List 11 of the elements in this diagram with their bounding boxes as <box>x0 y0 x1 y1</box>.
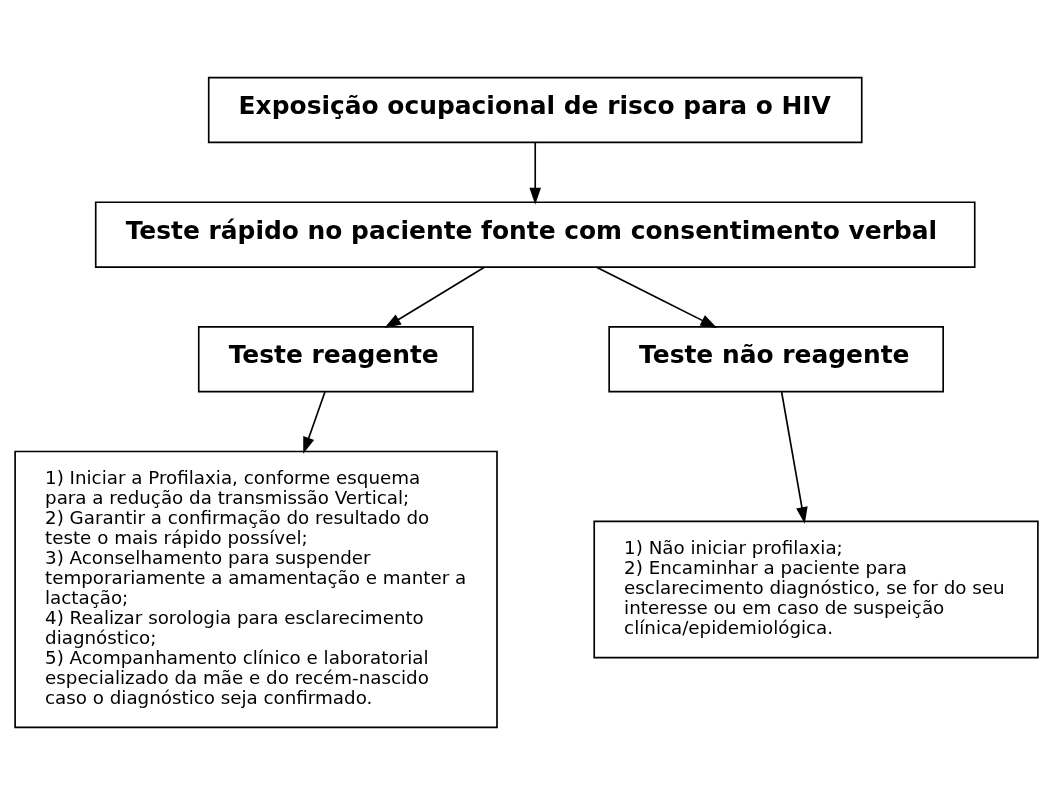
node-box: Teste não reagente <box>608 326 944 393</box>
arrow <box>780 391 808 524</box>
node-box: Teste rápido no paciente fonte com consentimento verbal <box>94 201 976 268</box>
arrow <box>384 266 486 329</box>
node-box: 1) Não iniciar profilaxia; 2) Encaminhar a paciente para esclarecimento diagnóstico, se for do seu interesse ou em caso de suspeição clínica/epidemiológica. <box>593 520 1039 659</box>
node-box: Exposição ocupacional de risco para o HIV <box>207 76 863 144</box>
arrow <box>529 142 542 205</box>
node-box: Teste reagente <box>197 326 474 393</box>
node-box: 1) Iniciar a Profilaxia, conforme esquema para a redução da transmissão Vertical; 2) Garantir a confirmação do resultado do teste o mais rápido possível; 3) Aconselhamento para suspender temporariamente a amamentação e manter a lactação; 4) Realizar sorologia para esclarecimento diagnóstico; 5) Acompanhamento clínico e laboratorial especializado da mãe e do recém-nascido caso o diagnóstico seja confirmado. <box>14 450 498 729</box>
arrow <box>595 266 718 328</box>
arrow <box>303 391 326 454</box>
